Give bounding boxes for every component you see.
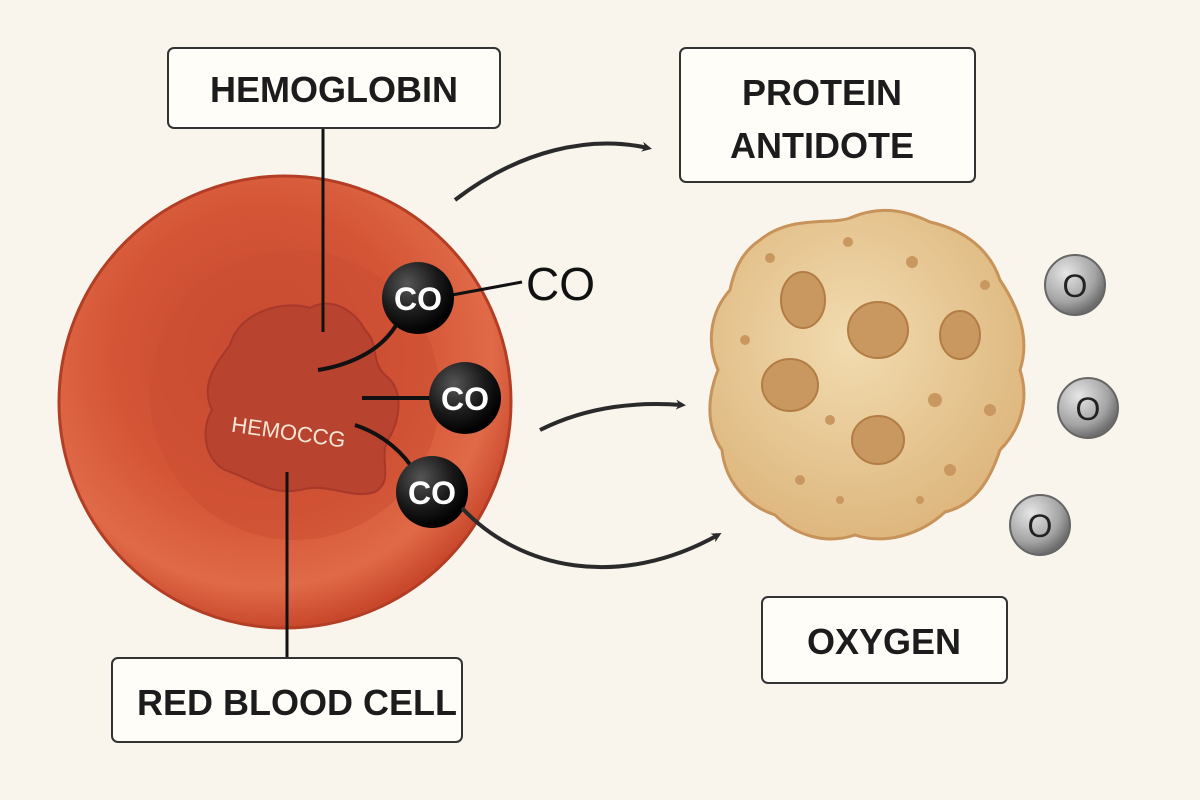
svg-text:ANTIDOTE: ANTIDOTE <box>730 125 914 166</box>
oxygen-label-box: OXYGEN <box>761 596 1008 684</box>
oxygen-molecule: O <box>1044 254 1106 316</box>
svg-text:CO: CO <box>408 475 456 511</box>
arrow-to-protein-antidote <box>453 141 652 202</box>
co-molecule: CO <box>429 362 501 434</box>
arrow-co-to-protein <box>460 506 722 570</box>
svg-text:CO: CO <box>441 381 489 417</box>
svg-text:O: O <box>1063 268 1088 304</box>
svg-text:OXYGEN: OXYGEN <box>807 621 961 662</box>
svg-text:O: O <box>1076 391 1101 427</box>
svg-text:HEMOGLOBIN: HEMOGLOBIN <box>210 69 458 110</box>
svg-text:RED BLOOD CELL: RED BLOOD CELL <box>137 682 457 723</box>
svg-text:CO: CO <box>394 281 442 317</box>
oxygen-molecule: O <box>1009 494 1071 556</box>
co-bond-1 <box>317 317 402 372</box>
red-blood-cell-label-box: RED BLOOD CELL <box>111 657 463 743</box>
svg-text:PROTEIN: PROTEIN <box>742 72 902 113</box>
arrow-to-protein <box>539 399 686 432</box>
hemoglobin-blob <box>204 302 400 496</box>
hemoglobin-label-box: HEMOGLOBIN <box>167 47 501 129</box>
co-molecule: CO <box>396 456 468 528</box>
oxygen-molecule: O <box>1057 377 1119 439</box>
co-label: CO <box>526 258 595 310</box>
svg-text:O: O <box>1028 508 1053 544</box>
co-label-line <box>451 280 523 297</box>
co-molecule: CO <box>382 262 454 334</box>
protein-antidote-label-box: PROTEIN ANTIDOTE <box>679 47 976 183</box>
protein-antidote-blob <box>708 208 1026 541</box>
